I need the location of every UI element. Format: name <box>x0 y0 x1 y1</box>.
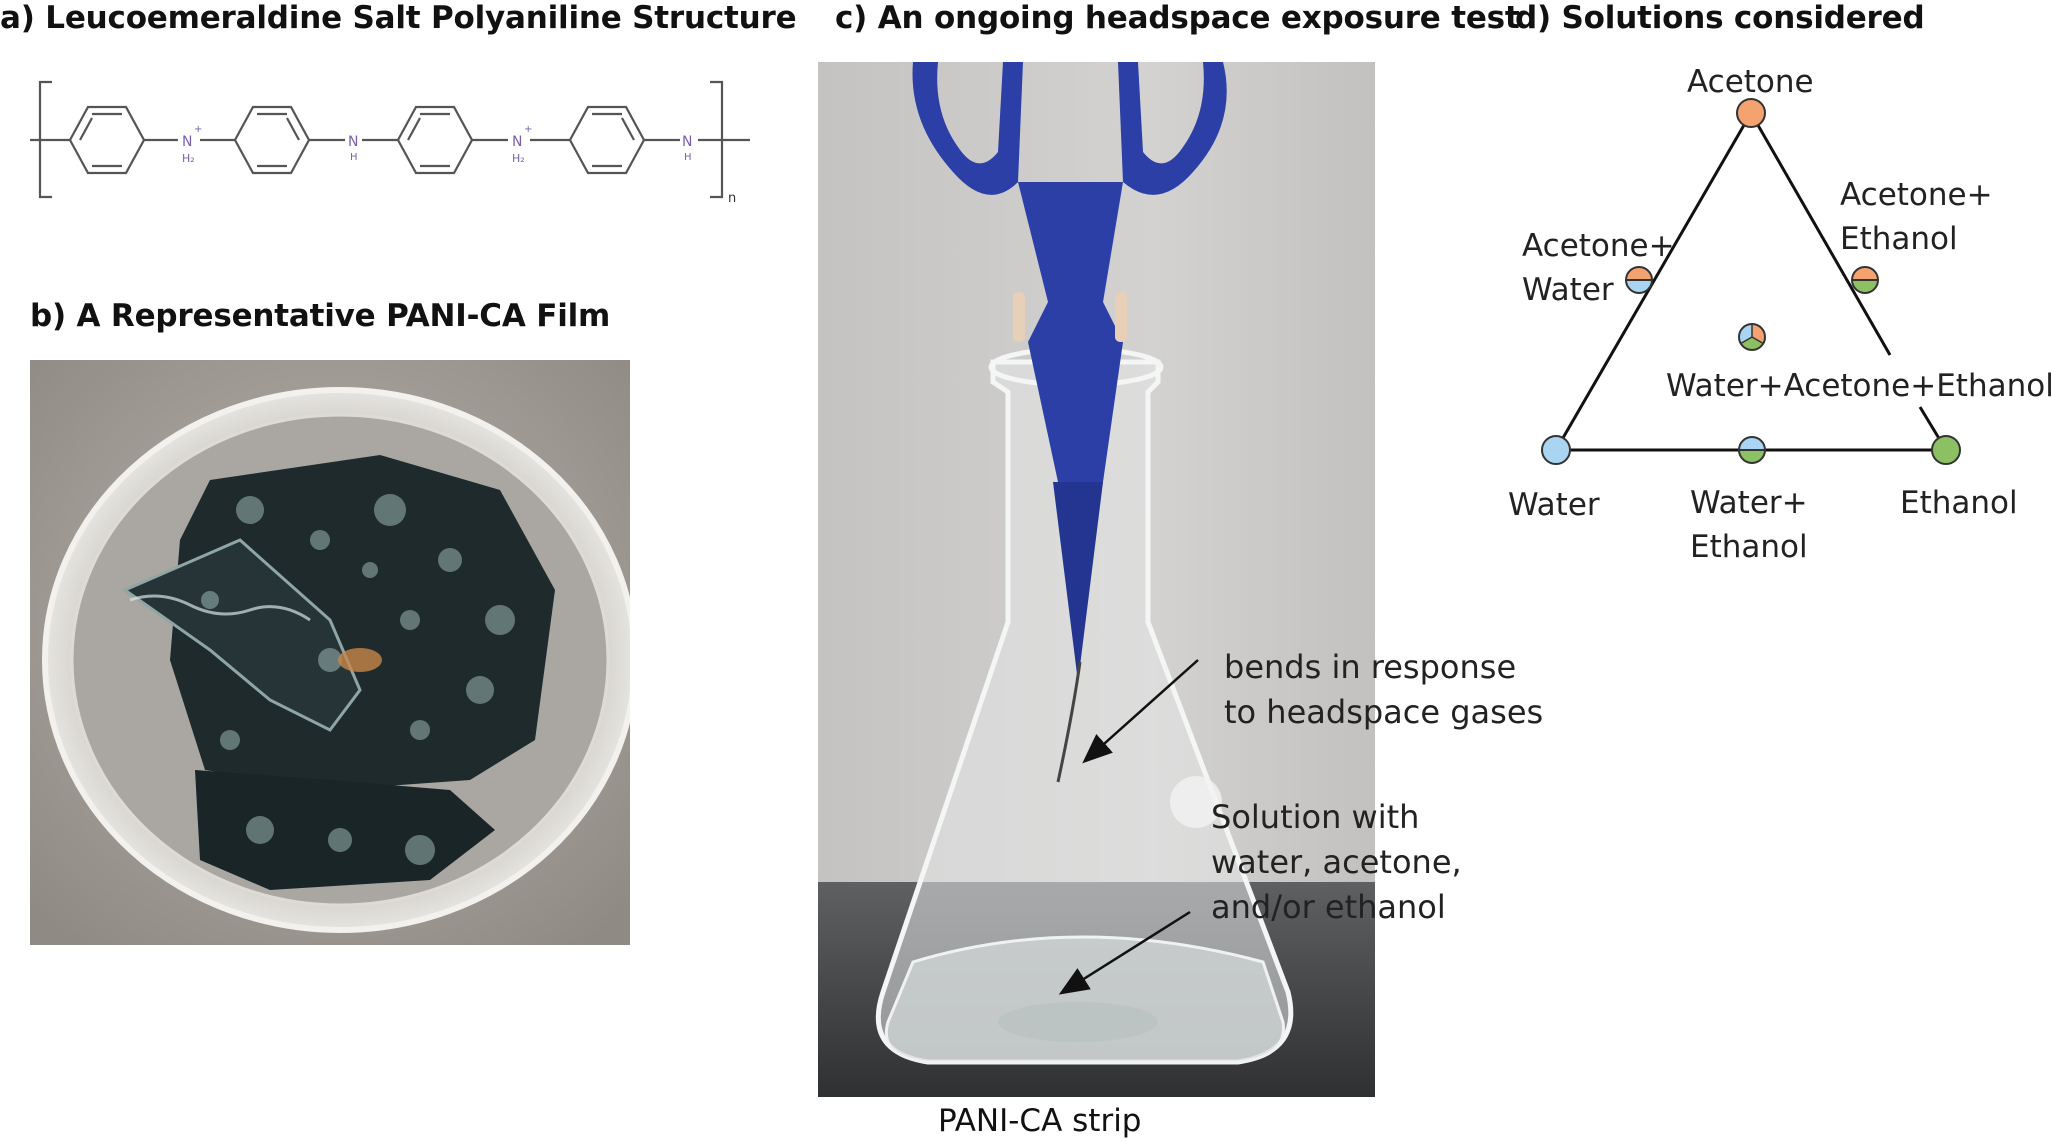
benzene-ring-2 <box>233 105 311 175</box>
water-acetone-ethanol-label: Water+Acetone+Ethanol <box>1666 368 2051 404</box>
erlenmeyer-flask <box>875 346 1294 1065</box>
blue-scissors-clip <box>912 62 1227 682</box>
right-bracket <box>710 80 724 199</box>
polyaniline-structure-diagram: N + H₂ N H N + H₂ N H n <box>30 80 750 206</box>
amine-n-4: N <box>682 134 692 150</box>
svg-text:+: + <box>194 124 202 135</box>
svg-text:+: + <box>524 124 532 135</box>
solution-annotation: Solution with water, acetone, and/or eth… <box>1211 798 1462 926</box>
triangle-left-edge <box>1554 112 1753 451</box>
benzene-ring-4 <box>568 105 646 175</box>
water-ethanol-node <box>1738 436 1766 464</box>
amine-n-1: N <box>182 134 192 150</box>
water-label: Water <box>1508 487 1600 523</box>
amine-n-2: N <box>348 134 358 150</box>
panel-b-title: b) A Representative PANI-CA Film <box>30 298 611 334</box>
acetone-label: Acetone <box>1687 64 1814 100</box>
svg-text:H: H <box>684 152 692 163</box>
benzene-ring-3 <box>396 105 474 175</box>
acetone-ethanol-label: Acetone+ Ethanol <box>1840 177 1993 257</box>
amine-n-3: N <box>512 134 522 150</box>
ethanol-node <box>1931 435 1961 465</box>
acetone-water-label: Acetone+ Water <box>1522 228 1675 308</box>
water-node <box>1541 435 1571 465</box>
svg-text:H₂: H₂ <box>512 152 525 165</box>
solutions-triangle-diagram <box>1541 98 1961 465</box>
benzene-ring-1 <box>68 105 146 175</box>
acetone-water-node <box>1625 266 1653 294</box>
repeat-unit-n: n <box>728 191 736 206</box>
panel-c-title: c) An ongoing headspace exposure test <box>835 0 1520 36</box>
acetone-node <box>1736 98 1766 128</box>
solution-liquid <box>885 935 1285 1064</box>
svg-text:H: H <box>350 152 358 163</box>
svg-text:H₂: H₂ <box>182 152 195 165</box>
pani-ca-strip <box>1056 661 1082 783</box>
panel-a-title: a) Leucoemeraldine Salt Polyaniline Stru… <box>0 0 797 36</box>
ethanol-label: Ethanol <box>1900 485 2018 521</box>
triangle-right-edge <box>1749 112 1892 356</box>
panel-d-title: d) Solutions considered <box>1515 0 1925 36</box>
acetone-ethanol-node <box>1851 266 1879 294</box>
pani-ca-film-photo <box>30 360 630 945</box>
water-ethanol-label: Water+ Ethanol <box>1690 485 1808 565</box>
bends-annotation: bends in response to headspace gases <box>1224 648 1544 731</box>
water-acetone-ethanol-node <box>1738 323 1766 351</box>
flask-headspace-photo <box>818 62 1375 1097</box>
pani-ca-strip-label: PANI-CA strip <box>938 1103 1142 1139</box>
